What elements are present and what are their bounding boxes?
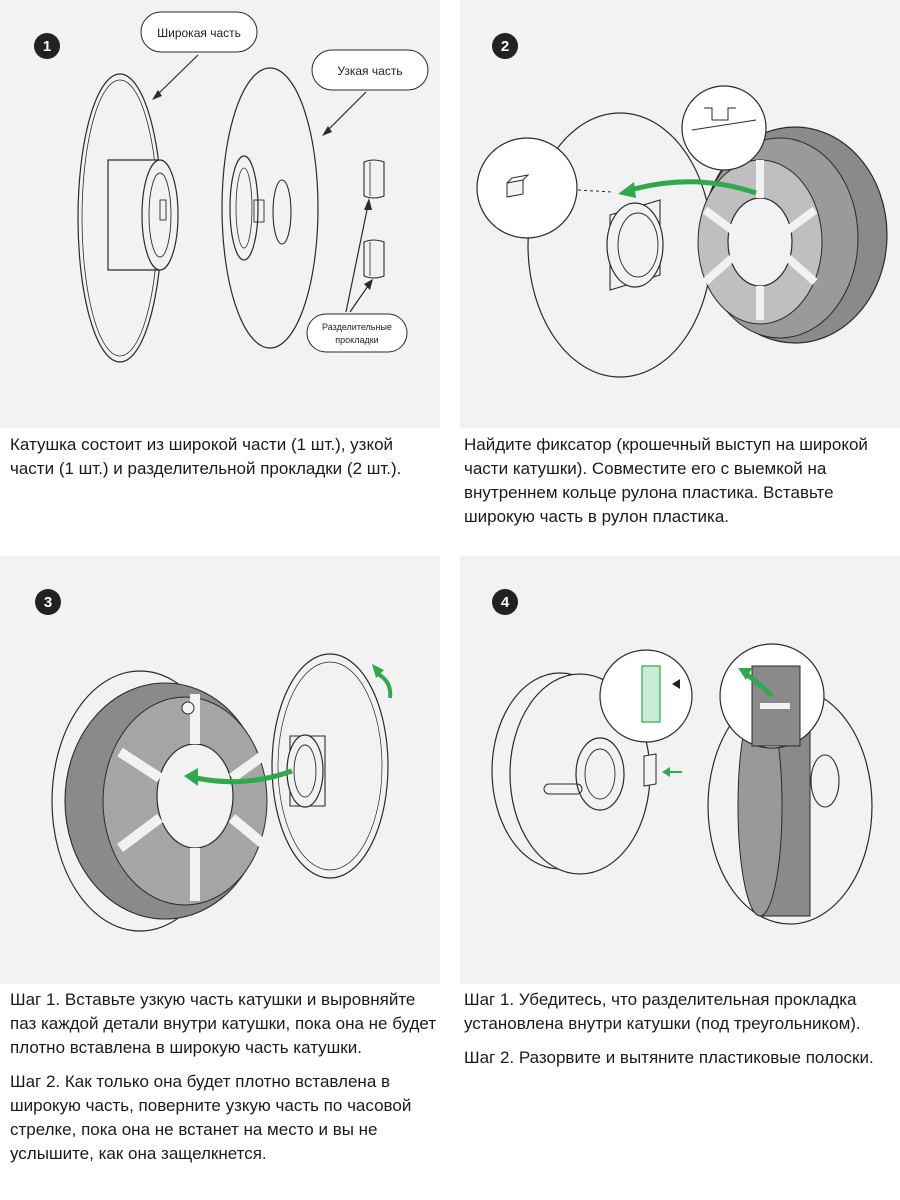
step-badge	[492, 589, 518, 615]
step-badge	[34, 33, 60, 59]
label-narrow-part	[311, 49, 429, 91]
filament-roll-right	[707, 687, 873, 925]
svg-text:Узкая часть: Узкая часть	[337, 64, 402, 78]
svg-text:Разделительные: Разделительные	[322, 322, 392, 332]
spool-with-filament	[51, 670, 272, 932]
step-3-caption: Шаг 1. Вставьте узкую часть катушки и вы…	[10, 988, 440, 1176]
step-3-illustration: 3	[0, 556, 440, 984]
label-spacers	[306, 313, 408, 353]
triangle-icon	[672, 679, 680, 689]
step-number: 1	[43, 38, 51, 55]
step-number: 3	[44, 594, 52, 611]
caption-paragraph: Найдите фиксатор (крошечный выступ на ши…	[464, 435, 868, 526]
step-badge	[35, 589, 61, 615]
spacer-bottom	[363, 239, 385, 279]
green-arrow-pull	[744, 671, 774, 698]
step-1-caption: Катушка состоит из широкой части (1 шт.)…	[10, 433, 430, 491]
caption-paragraph: Катушка состоит из широкой части (1 шт.)…	[10, 435, 402, 478]
caption-paragraph: Шаг 1. Вставьте узкую часть катушки и вы…	[10, 990, 437, 1057]
step-4-illustration: 4	[460, 556, 900, 984]
narrow-part-flange	[221, 67, 319, 349]
narrow-part-flange	[271, 653, 389, 879]
green-arrow	[629, 179, 757, 196]
caption-paragraph: Шаг 1. Убедитесь, что разделительная про…	[464, 990, 861, 1033]
step-number: 4	[501, 594, 510, 611]
check-spacer-diagram: 4	[491, 589, 873, 925]
step-2-illustration: 2	[460, 0, 900, 428]
green-arrow-rotate	[376, 672, 393, 699]
step-number: 2	[501, 38, 509, 55]
insert-narrow-part-diagram: 3	[35, 589, 393, 932]
svg-text:прокладки: прокладки	[335, 335, 378, 345]
insert-wide-part-diagram: 2	[476, 33, 888, 378]
step-2-caption: Найдите фиксатор (крошечный выступ на ши…	[464, 433, 884, 539]
spool-parts-diagram: 1 Широкая часть Узкая часть Разделительн…	[34, 11, 429, 363]
magnifier-right	[681, 85, 767, 171]
step-badge	[492, 33, 518, 59]
magnifier-left	[476, 137, 578, 239]
caption-paragraph: Шаг 2. Как только она будет плотно встав…	[10, 1072, 412, 1163]
step-1-illustration: 1 Широкая часть Узкая часть Разделительн…	[0, 0, 440, 428]
caption-paragraph: Шаг 2. Разорвите и вытяните пластиковые …	[464, 1048, 874, 1067]
label-wide-part	[140, 11, 258, 53]
spacer-top	[363, 159, 385, 199]
filament-roll	[697, 126, 888, 344]
svg-text:Широкая часть: Широкая часть	[157, 26, 241, 40]
green-arrow-insert	[195, 768, 293, 785]
step-4-caption: Шаг 1. Убедитесь, что разделительная про…	[464, 988, 890, 1080]
